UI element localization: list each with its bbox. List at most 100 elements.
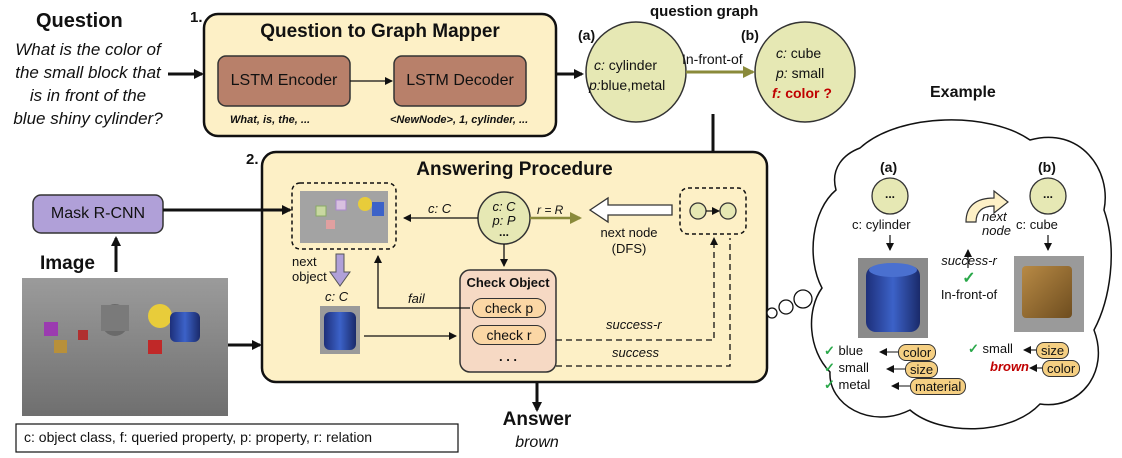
example-next-node-label: next node	[982, 209, 1011, 238]
lstm-decoder-label: LSTM Decoder	[406, 72, 514, 89]
decoder-tokens: <NewNode>, 1, cylinder, ...	[390, 114, 529, 126]
mini-node-1	[689, 202, 707, 220]
proc-node-dots: ...	[498, 225, 509, 239]
input-image	[22, 278, 228, 416]
procedure-number: 2.	[246, 151, 259, 168]
check-icon: ✓	[968, 341, 979, 356]
answer-heading: Answer	[502, 409, 572, 430]
example-a-label: (a)	[880, 159, 898, 175]
graph-node-b-label: (b)	[741, 27, 759, 43]
example-b-dots: ...	[1042, 187, 1053, 201]
edge-class-label: c: C	[428, 201, 452, 216]
question-text: What is the color of the small block tha…	[4, 38, 172, 130]
val: cylinder	[608, 57, 658, 73]
example-a-dots: ...	[884, 187, 895, 201]
attr-value: small	[838, 360, 869, 375]
question-line: blue shiny cylinder?	[13, 109, 163, 128]
legend-box	[15, 423, 459, 453]
check-icon: ✓	[824, 343, 835, 358]
dfs-label: (DFS)	[611, 241, 647, 256]
attr-value-answer: brown	[990, 359, 1029, 374]
next-node-label: next node	[600, 225, 658, 240]
mask-rcnn-label: Mask R-CNN	[50, 205, 146, 222]
lstm-encoder-label: LSTM Encoder	[230, 72, 338, 89]
lstm-decoder-box	[393, 55, 527, 107]
example-b-label: (b)	[1038, 159, 1056, 175]
check-object-box	[459, 269, 557, 373]
val: cube	[790, 45, 822, 61]
example-cube-crop	[1014, 256, 1084, 332]
check-r-pill: check r	[472, 325, 546, 345]
scene-thumbnail	[300, 191, 388, 243]
question-line: What is the color of	[15, 40, 161, 59]
graph-dashed-box	[679, 187, 747, 235]
success-label: success	[612, 345, 659, 360]
proc-node-class: c: C	[492, 199, 516, 214]
relation-label: r = R	[537, 203, 564, 217]
example-node-a	[871, 177, 909, 215]
example-success-r: success-r	[941, 253, 997, 268]
example-next-node-arrow	[965, 189, 1009, 223]
dfs-arrow	[588, 196, 673, 224]
procedure-title: Answering Procedure	[416, 159, 613, 180]
key: f:	[772, 85, 782, 101]
object-crop	[320, 306, 360, 354]
success-r-label: success-r	[606, 317, 662, 332]
val: color ?	[785, 85, 832, 101]
attr-row: ✓ blue	[824, 343, 864, 358]
check-object-title: Check Object	[466, 275, 550, 290]
thought-bubble-1	[766, 307, 778, 319]
attr-tag: color	[898, 344, 937, 361]
val: blue,metal	[600, 77, 666, 93]
legend-text: c: object class, f: queried property, p:…	[24, 429, 373, 445]
graph-node-a-class: c: cylinder	[594, 57, 658, 73]
attr-row: ✓ metal	[824, 377, 871, 392]
graph-edge-label: In-front-of	[682, 51, 743, 67]
attr-tag: material	[910, 378, 967, 395]
encoder-tokens: What, is, the, ...	[230, 114, 311, 126]
example-node-b	[1029, 177, 1067, 215]
question-line: the small block that	[15, 63, 161, 82]
graph-node-b	[754, 21, 856, 123]
next-object-label: next object	[292, 254, 327, 284]
graph-node-a-props: p:blue,metal	[589, 77, 666, 93]
key: c:	[776, 45, 787, 61]
key: c:	[594, 57, 605, 73]
success-line	[556, 238, 731, 367]
example-b-class: c: cube	[1016, 217, 1058, 232]
attr-tag: color	[1042, 360, 1081, 377]
thought-bubble-3	[793, 289, 813, 309]
example-title: Example	[930, 84, 996, 101]
answer-value: brown	[515, 434, 559, 451]
proc-node-prop: p: P	[492, 213, 516, 228]
graph-node-b-class: c: cube	[776, 45, 822, 61]
mini-node-2	[719, 202, 737, 220]
attr-tag: size	[1036, 342, 1070, 359]
question-line: is in front of the	[29, 86, 147, 105]
check-icon: ✓	[824, 360, 835, 375]
graph-node-a-label: (a)	[578, 27, 596, 43]
image-label: Image	[40, 253, 95, 274]
success-r-arrow	[556, 237, 718, 341]
key: p:	[776, 65, 788, 81]
check-icon: ✓	[824, 377, 835, 392]
attr-value: blue	[838, 343, 864, 358]
next-object-arrow	[329, 253, 351, 287]
example-a-class: c: cylinder	[852, 217, 911, 232]
attr-value: metal	[838, 377, 871, 392]
attr-tag: size	[905, 361, 939, 378]
check-dots: . . .	[498, 349, 518, 364]
object-class-label: c: C	[325, 289, 349, 304]
key: p:	[589, 77, 601, 93]
mapper-title: Question to Graph Mapper	[260, 21, 500, 42]
fail-label: fail	[408, 291, 425, 306]
val: small	[791, 65, 825, 81]
example-cylinder-crop	[858, 258, 928, 338]
attr-row: ✓ small	[824, 360, 869, 375]
fail-arrow	[374, 255, 470, 309]
example-check-icon: ✓	[962, 270, 976, 287]
graph-node-b-query: f: color ?	[772, 85, 832, 101]
question-heading: Question	[36, 10, 123, 32]
scene-dashed-box	[291, 182, 397, 250]
graph-title: question graph	[650, 3, 759, 20]
